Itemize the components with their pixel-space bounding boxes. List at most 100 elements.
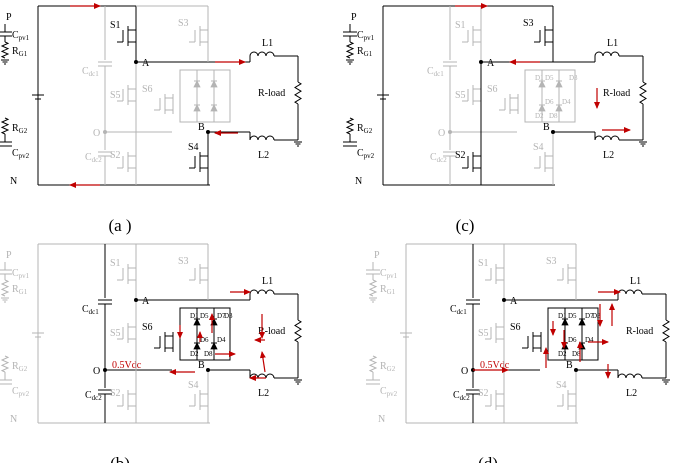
label-s6: S6 (487, 84, 498, 95)
label-rg2-main: R (380, 361, 387, 372)
label-s3: S3 (546, 256, 557, 267)
label-cdc1-sub: dc1 (89, 308, 100, 316)
label-rg2: RG2 (357, 123, 373, 135)
label-cpv1: Cpv1 (12, 268, 30, 280)
label-d3: D3 (569, 74, 578, 82)
label-s4: S4 (556, 380, 567, 391)
label-cdc2-main: C (85, 152, 92, 163)
label-cpv2-sub: pv2 (19, 390, 30, 398)
label-cpv2-sub: pv2 (19, 152, 30, 160)
label-cpv1-main: C (357, 30, 364, 41)
panel-c: PCpv1RG1RG2Cpv2NCdc1OCdc2S1S5S2S3S4S6D5D… (343, 3, 647, 235)
label-rg1-main: R (357, 46, 364, 57)
label-s1: S1 (110, 258, 121, 269)
s3-switch (557, 264, 577, 284)
label-d6: D6 (200, 336, 209, 344)
label-rload: R-load (258, 326, 285, 337)
label-s5: S5 (110, 328, 121, 339)
diode-d5 (193, 318, 201, 326)
label-d5: D5 (568, 312, 577, 320)
label-cdc1: Cdc1 (427, 66, 444, 78)
label-l2: L2 (258, 388, 269, 399)
label-rg1: RG1 (380, 284, 396, 296)
diode-d6 (193, 342, 201, 350)
label-cdc2: Cdc2 (430, 152, 447, 164)
label-cpv1-sub: pv1 (364, 34, 375, 42)
label-cpv1-sub: pv1 (19, 272, 30, 280)
node-a (134, 298, 138, 302)
label-cdc1-sub: dc1 (457, 308, 468, 316)
rg2-resistor (0, 355, 10, 373)
label-rload: R-load (626, 326, 653, 337)
label-cdc1-sub: dc1 (89, 70, 100, 78)
diode-d8 (210, 342, 218, 350)
l2-inductor (249, 373, 275, 379)
label-d2: D2 (535, 112, 544, 120)
label-cdc2-sub: dc2 (92, 394, 103, 402)
label-rg2: RG2 (12, 361, 28, 373)
l1-inductor (249, 51, 275, 57)
label-d3: D3 (224, 312, 233, 320)
rg2-resistor (368, 355, 378, 373)
label-cpv1: Cpv1 (380, 268, 398, 280)
label-p: P (6, 12, 12, 23)
label-cdc2: Cdc2 (85, 390, 102, 402)
label-rg1-sub: G1 (387, 288, 396, 296)
label-s4: S4 (533, 142, 544, 153)
label-cdc2-sub: dc2 (437, 156, 448, 164)
s6-switch (154, 332, 174, 352)
label-cpv1-main: C (380, 268, 387, 279)
label-p: P (6, 250, 12, 261)
label-a: A (142, 296, 150, 307)
s3-switch (189, 264, 209, 284)
label-n: N (10, 414, 17, 425)
label-d8: D8 (549, 112, 558, 120)
s2-switch (462, 152, 482, 172)
label-cpv2-sub: pv2 (364, 152, 375, 160)
label-o: O (438, 128, 445, 139)
rload-resistor (662, 319, 670, 343)
label-cpv2: Cpv2 (12, 386, 30, 398)
label-vdc: 0.5Vdc (112, 360, 142, 371)
label-d1: D1 (535, 74, 544, 82)
rg1-resistor (0, 279, 10, 297)
diode-d5 (193, 80, 201, 88)
label-l1: L1 (262, 38, 273, 49)
label-cpv1: Cpv1 (12, 30, 30, 42)
rg1-resistor (345, 41, 355, 59)
node-b (206, 368, 210, 372)
s3-switch (189, 26, 209, 46)
label-d7: D7 (585, 312, 594, 320)
label-cpv2: Cpv2 (12, 148, 30, 160)
diode-bridge-frame (524, 69, 576, 123)
label-s1: S1 (478, 258, 489, 269)
label-d6: D6 (568, 336, 577, 344)
label-rg1-main: R (12, 284, 19, 295)
l2-inductor (594, 135, 620, 141)
diode-d5 (561, 318, 569, 326)
panel-caption: (d) (478, 454, 498, 463)
label-o: O (93, 128, 100, 139)
node-b (551, 130, 555, 134)
label-d8: D8 (204, 350, 213, 358)
panel-b: PCpv1RG1RG2Cpv2NCdc1OCdc20.5VdcS1S5S2S3S… (0, 243, 302, 463)
label-s5: S5 (110, 90, 121, 101)
label-s2: S2 (110, 150, 121, 161)
label-rg1: RG1 (12, 46, 28, 58)
node-b (574, 368, 578, 372)
s6-switch (499, 94, 519, 114)
label-d4: D4 (585, 336, 594, 344)
s6-switch (154, 94, 174, 114)
rg2-resistor (345, 117, 355, 135)
diode-d6 (538, 104, 546, 112)
node-a (502, 298, 506, 302)
panel-d: PCpv1RG1RG2Cpv2NCdc1OCdc20.5VdcS1S5S2S3S… (366, 243, 670, 463)
label-d7: D7 (217, 312, 226, 320)
s6-switch (522, 332, 542, 352)
label-o: O (93, 366, 100, 377)
label-rload: R-load (258, 88, 285, 99)
label-d8: D8 (572, 350, 581, 358)
label-cpv2-main: C (357, 148, 364, 159)
label-cdc1-main: C (82, 304, 89, 315)
label-d1: D1 (558, 312, 567, 320)
